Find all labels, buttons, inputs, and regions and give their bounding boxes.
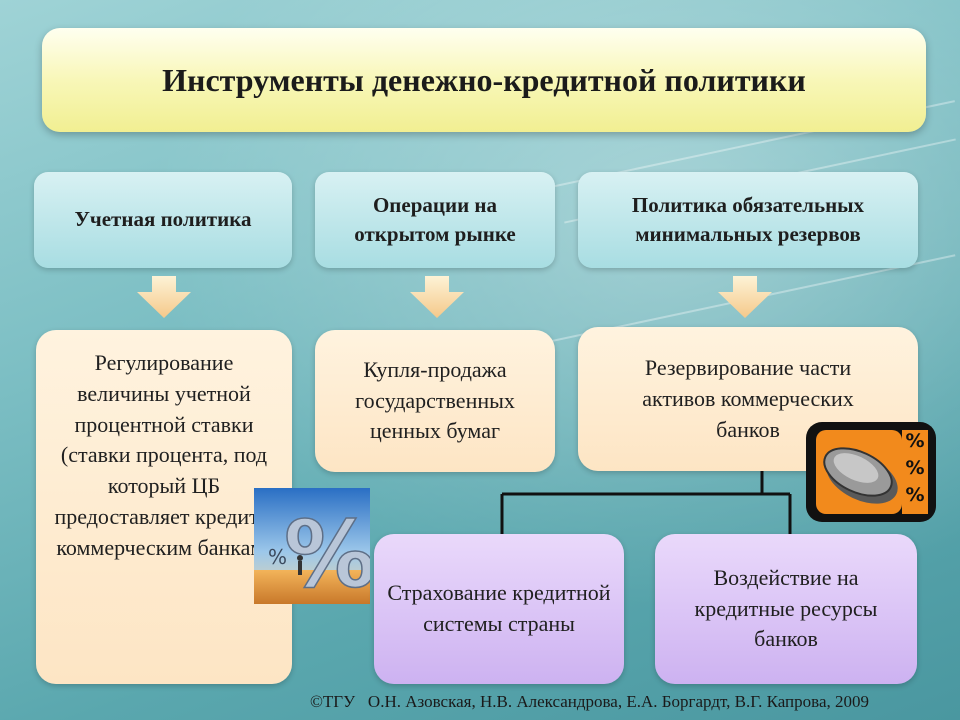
percent-signs: % % % <box>903 428 927 509</box>
svg-text:%: % <box>268 545 287 569</box>
down-arrow-icon <box>137 276 191 318</box>
category-discount-policy: Учетная политика <box>34 172 292 268</box>
percent-sculpture-image: % % <box>254 488 370 604</box>
title-banner: Инструменты денежно-кредитной политики <box>42 28 926 132</box>
description-discount-rate: Регулирование величины учетной процентно… <box>36 330 292 684</box>
coin-percent-icon <box>806 422 936 522</box>
sub-item-text: Воздействие на кредитные ресурсы банков <box>694 564 878 652</box>
percent-sign: % <box>905 484 925 506</box>
down-arrow-icon <box>410 276 464 318</box>
percent-sign: % <box>905 457 925 479</box>
category-open-market: Операции на открытом рынке <box>315 172 555 268</box>
down-arrow-icon <box>718 276 772 318</box>
description-text: Регулирование величины учетной процентно… <box>54 350 274 560</box>
sub-item-text: Страхование кредитной системы страны <box>387 580 611 636</box>
description-securities: Купля-продажа государственных ценных бум… <box>315 330 555 472</box>
copyright-footer: ©ТГУ О.Н. Азовская, Н.В. Александрова, Е… <box>310 692 869 711</box>
description-text: Купля-продажа государственных ценных бум… <box>355 356 515 444</box>
sub-item-insurance: Страхование кредитной системы страны <box>374 534 624 684</box>
description-text: Резервирование части активов коммерчески… <box>642 355 854 442</box>
percent-sign: % <box>905 430 925 452</box>
page-title: Инструменты денежно-кредитной политики <box>162 61 806 98</box>
sub-item-credit-resources: Воздействие на кредитные ресурсы банков <box>655 534 917 684</box>
svg-text:%: % <box>284 501 370 604</box>
category-reserve-policy: Политика обязательных минимальных резерв… <box>578 172 918 268</box>
